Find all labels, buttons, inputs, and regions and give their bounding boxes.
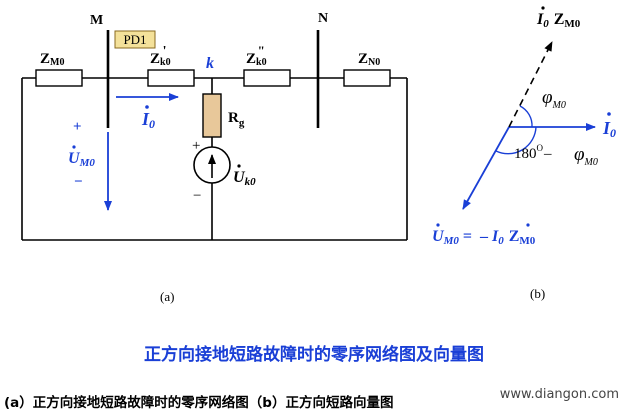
- phi-top-label: φM0: [542, 87, 566, 111]
- um0-plus: +: [73, 119, 82, 135]
- node-k-label: k: [206, 55, 214, 72]
- zero-sequence-network: [21, 30, 408, 241]
- figure-title: 正方向接地短路故障时的零序网络图及向量图: [144, 345, 484, 365]
- impedance-zm0: [35, 69, 83, 87]
- node-m-label: M: [90, 13, 103, 28]
- zm0-label: ZM0: [40, 51, 64, 68]
- impedance-zn0: [343, 69, 391, 87]
- resistor-rg: [202, 93, 222, 138]
- zk0-prime-label: Zk0': [150, 44, 171, 68]
- watermark-text: www.diangon.com: [496, 386, 622, 403]
- pd1-label: PD1: [123, 32, 146, 47]
- i0-zm0-vector: [508, 41, 553, 128]
- um0-minus: −: [74, 174, 83, 190]
- node-n-label: N: [318, 11, 328, 26]
- panel-b-label: (b): [530, 286, 545, 301]
- pd1-box: [114, 30, 156, 49]
- zn0-label: ZN0: [358, 51, 380, 68]
- source-minus: −: [193, 188, 201, 204]
- uk0-label: Uk0: [233, 164, 256, 188]
- rg-label: Rg: [228, 110, 245, 129]
- svg-text:I0: I0: [141, 109, 155, 131]
- phi-bottom-label: φM0: [574, 144, 598, 168]
- zk0-double-prime-label: Zk0": [246, 43, 267, 68]
- i0-right-label: I0: [602, 112, 616, 140]
- impedance-zk0-prime: [147, 69, 195, 87]
- svg-text:Uk0: Uk0: [233, 169, 256, 188]
- i0-circuit-label: I0: [141, 105, 155, 131]
- figure-subcaption: (a）正方向接地短路故障时的零序网络图（b）正方向短路向量图: [4, 395, 394, 411]
- um0-vector: [462, 126, 510, 210]
- supplementary-angle-arc: [495, 126, 537, 155]
- angle-180-label: 180O–: [514, 143, 552, 162]
- svg-text:UM0: UM0: [68, 150, 95, 169]
- phi-angle-arc: [519, 105, 533, 128]
- svg-text:I0: I0: [602, 118, 616, 140]
- impedance-zk0-double-prime: [243, 69, 291, 87]
- source-plus: +: [192, 138, 200, 154]
- panel-a-label: (a): [160, 289, 174, 304]
- um0-circuit-label: UM0: [68, 145, 95, 169]
